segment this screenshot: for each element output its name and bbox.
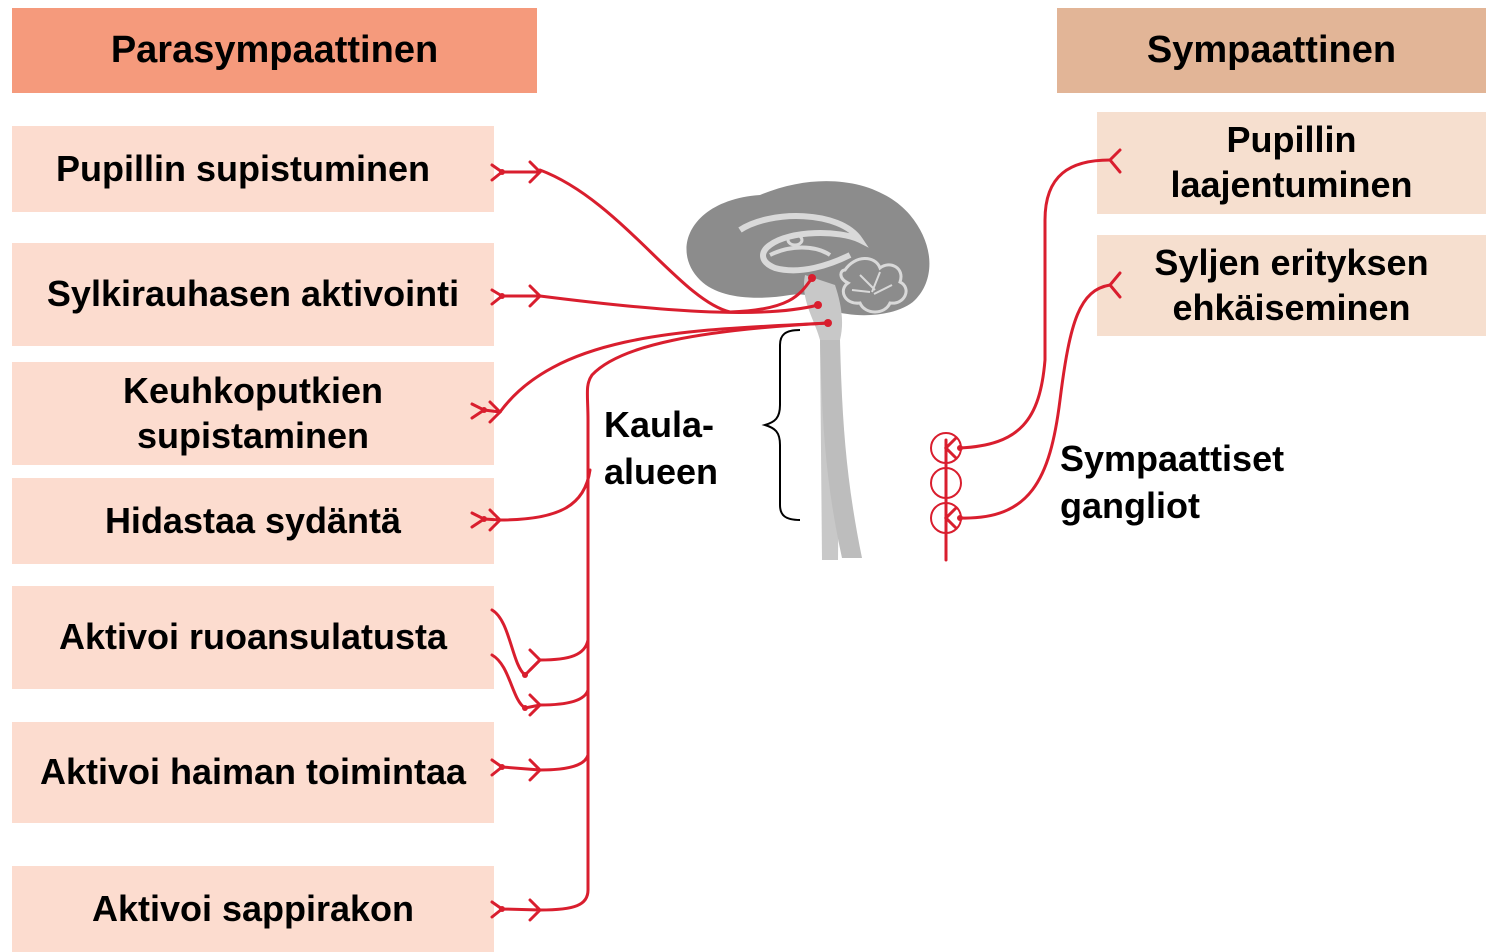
neck-brace	[765, 330, 800, 520]
brain-illustration	[687, 181, 930, 560]
